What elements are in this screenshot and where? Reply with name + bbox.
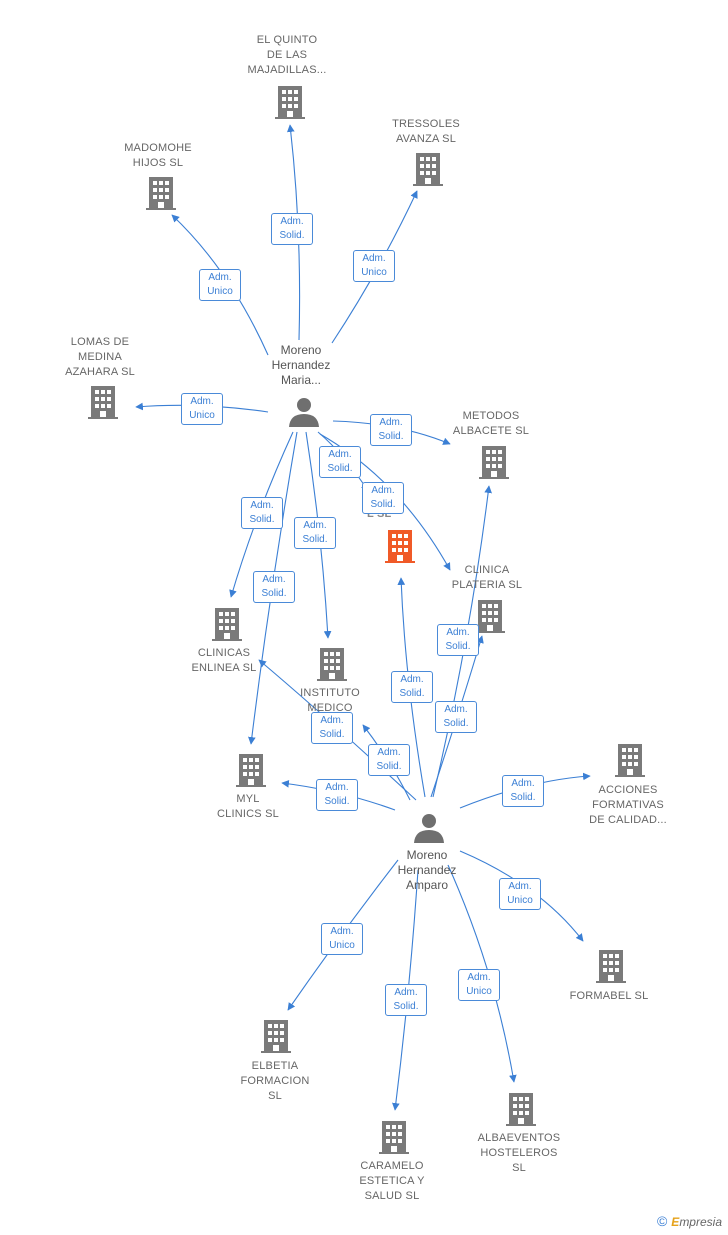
edge-label-amparo-elbetia[interactable]: Adm. Unico xyxy=(321,923,363,955)
brand-watermark: ©Empresia xyxy=(657,1213,722,1229)
building-icon[interactable] xyxy=(260,1018,292,1054)
building-icon[interactable] xyxy=(412,151,444,187)
company-label-quinto[interactable]: EL QUINTO DE LAS MAJADILLAS... xyxy=(247,34,327,76)
edge-label-maria-lomas[interactable]: Adm. Unico xyxy=(181,393,223,425)
edge-label-maria-quinto[interactable]: Adm. Solid. xyxy=(271,213,313,245)
company-label-clinicas-enlinea[interactable]: CLINICAS ENLINEA SL xyxy=(191,647,257,674)
building-icon[interactable] xyxy=(211,606,243,642)
edge-label-amparo-caramelo[interactable]: Adm. Solid. xyxy=(385,984,427,1016)
edge-label-maria-metodos[interactable]: Adm. Solid. xyxy=(370,414,412,446)
edge-label-amparo-clinicas-enlinea[interactable]: Adm. Solid. xyxy=(311,712,353,744)
company-label-acciones[interactable]: ACCIONES FORMATIVAS DE CALIDAD... xyxy=(589,784,667,826)
edge-label-amparo-acciones[interactable]: Adm. Solid. xyxy=(502,775,544,807)
edge-label-amparo-formabel[interactable]: Adm. Unico xyxy=(499,878,541,910)
building-icon[interactable] xyxy=(505,1091,537,1127)
building-icon[interactable] xyxy=(145,175,177,211)
company-label-myl[interactable]: MYL CLINICS SL xyxy=(217,793,279,820)
person-label-amparo[interactable]: Moreno Hernandez Amparo xyxy=(397,848,457,892)
company-label-lomas[interactable]: LOMAS DE MEDINA AZAHARA SL xyxy=(65,336,135,378)
company-label-albaeventos[interactable]: ALBAEVENTOS HOSTELEROS SL xyxy=(477,1132,561,1174)
building-icon[interactable] xyxy=(614,742,646,778)
company-label-tressoles[interactable]: TRESSOLES AVANZA SL xyxy=(392,118,460,145)
building-icon[interactable] xyxy=(316,646,348,682)
edge-label-maria-tressoles[interactable]: Adm. Unico xyxy=(353,250,395,282)
edge-label-maria-focus[interactable]: Adm. Solid. xyxy=(319,446,361,478)
edge-label-maria-clinicas-enlinea[interactable]: Adm. Solid. xyxy=(241,497,283,529)
building-icon[interactable] xyxy=(474,598,506,634)
edge-label-amparo-instituto[interactable]: Adm. Solid. xyxy=(368,744,410,776)
edge-label-maria-instituto[interactable]: Adm. Solid. xyxy=(294,517,336,549)
brand-initial: E xyxy=(671,1215,680,1229)
edge-label-maria-myl[interactable]: Adm. Solid. xyxy=(253,571,295,603)
company-label-clinica-plateria[interactable]: CLINICA PLATERIA SL xyxy=(451,564,523,591)
company-label-madomohe[interactable]: MADOMOHE HIJOS SL xyxy=(124,142,192,169)
edge-label-amparo-myl[interactable]: Adm. Solid. xyxy=(316,779,358,811)
edge-label-maria-madomohe[interactable]: Adm. Unico xyxy=(199,269,241,301)
company-label-metodos[interactable]: METODOS ALBACETE SL xyxy=(452,410,530,437)
copyright-symbol: © xyxy=(656,1213,668,1229)
company-label-caramelo[interactable]: CARAMELO ESTETICA Y SALUD SL xyxy=(359,1160,425,1202)
person-label-maria[interactable]: Moreno Hernandez Maria... xyxy=(271,343,331,387)
company-label-formabel[interactable]: FORMABEL SL xyxy=(569,990,649,1002)
building-icon[interactable] xyxy=(478,444,510,480)
focus-building-icon[interactable] xyxy=(384,528,416,564)
brand-name: mpresia xyxy=(679,1215,722,1229)
edge-label-amparo-albaeventos[interactable]: Adm. Unico xyxy=(458,969,500,1001)
edge-label-amparo-focus[interactable]: Adm. Solid. xyxy=(391,671,433,703)
building-icon[interactable] xyxy=(235,752,267,788)
building-icon[interactable] xyxy=(378,1119,410,1155)
person-icon[interactable] xyxy=(412,812,446,844)
company-label-elbetia[interactable]: ELBETIA FORMACION SL xyxy=(240,1060,310,1102)
building-icon[interactable] xyxy=(87,384,119,420)
edge-label-amparo-clinica-plateria[interactable]: Adm. Solid. xyxy=(437,624,479,656)
edge-label-amparo-metodos[interactable]: Adm. Solid. xyxy=(435,701,477,733)
edge-label-maria-clinica-plateria[interactable]: Adm. Solid. xyxy=(362,482,404,514)
building-icon[interactable] xyxy=(595,948,627,984)
person-icon[interactable] xyxy=(287,396,321,428)
building-icon[interactable] xyxy=(274,84,306,120)
